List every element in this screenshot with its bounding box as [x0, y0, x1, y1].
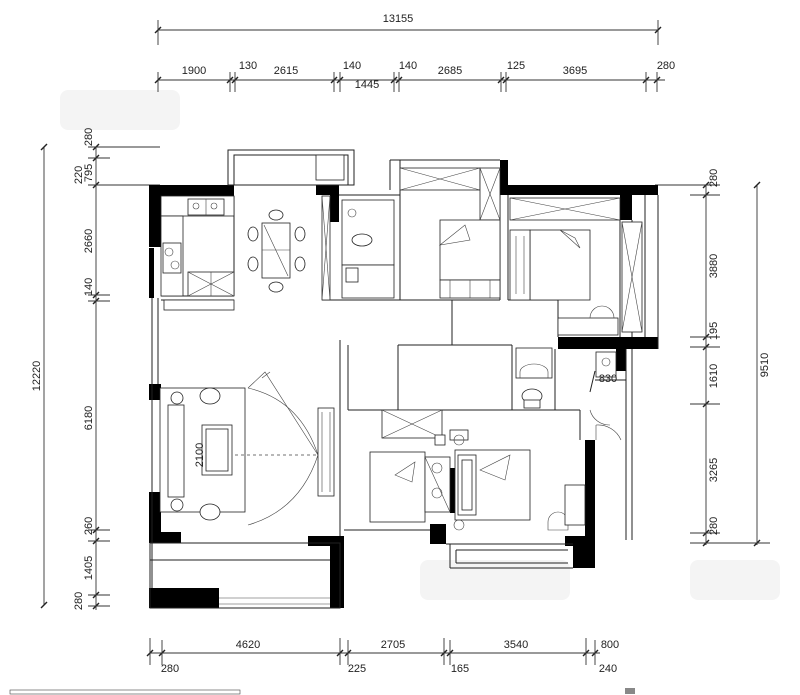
structural-walls	[149, 160, 658, 608]
bedroom-upper-middle	[399, 167, 501, 299]
right-dim-3: 195	[708, 322, 720, 340]
top-dim-6: 140	[399, 60, 417, 72]
living-sofa	[159, 387, 246, 521]
top-dimension-lines	[154, 20, 665, 92]
dining-table	[247, 209, 306, 293]
top-dim-9: 3695	[563, 65, 587, 77]
bedroom-lower-middle	[369, 409, 451, 523]
right-dim-6: 280	[708, 517, 720, 535]
left-dim-4: 2660	[83, 229, 95, 253]
right-dim-5: 3265	[708, 458, 720, 482]
bottom-dim-4: 800	[601, 639, 619, 651]
left-dim-5: 140	[83, 278, 95, 296]
top-dim-10: 280	[657, 60, 675, 72]
bottom-dim-3: 3540	[504, 639, 528, 651]
left-dim-2: 220	[73, 166, 85, 184]
bath-width-label: 830	[599, 373, 617, 385]
bottom-sub-3: 165	[451, 663, 469, 675]
left-dimension-lines	[40, 143, 160, 610]
left-dim-8: 1405	[83, 556, 95, 580]
bathroom	[515, 347, 622, 441]
bottom-sub-4: 240	[599, 663, 617, 675]
bottom-dimension-lines	[146, 638, 600, 665]
left-dim-7: 260	[83, 517, 95, 535]
top-dim-3: 2615	[274, 65, 298, 77]
top-dim-2: 130	[239, 60, 257, 72]
right-dim-4: 1610	[708, 364, 720, 388]
right-dim-1: 280	[708, 169, 720, 187]
top-dim-1: 1900	[182, 65, 206, 77]
kitchen-fixtures	[160, 195, 235, 311]
sofa-width-label: 2100	[194, 443, 206, 467]
left-dim-9: 280	[73, 592, 85, 610]
living-rug-arcs	[235, 371, 319, 526]
utility-room	[315, 154, 395, 299]
bottom-sub-1: 280	[161, 663, 179, 675]
left-dim-3: 795	[83, 164, 95, 182]
top-dim-8: 125	[507, 60, 525, 72]
tv-cabinet	[317, 407, 335, 497]
caption-remnant	[9, 689, 241, 695]
bottom-dim-1: 4620	[236, 639, 260, 651]
top-dim-5: 1445	[355, 79, 379, 91]
bedroom-upper-right	[509, 197, 643, 336]
top-dim-4: 140	[343, 60, 361, 72]
top-dim-7: 2685	[438, 65, 462, 77]
right-dim-2: 3880	[708, 254, 720, 278]
sideboard	[321, 195, 331, 301]
right-dimension-lines	[655, 181, 770, 547]
top-total-dimension: 13155	[383, 13, 414, 25]
left-total-dimension: 12220	[31, 361, 43, 392]
bedroom-lower-right	[449, 429, 586, 531]
bottom-sub-2: 225	[348, 663, 366, 675]
left-dim-1: 280	[83, 128, 95, 146]
corner-mark	[625, 688, 635, 694]
left-dim-6: 6180	[83, 406, 95, 430]
watermark	[60, 90, 780, 600]
bottom-dim-2: 2705	[381, 639, 405, 651]
right-total-dimension: 9510	[759, 353, 771, 377]
